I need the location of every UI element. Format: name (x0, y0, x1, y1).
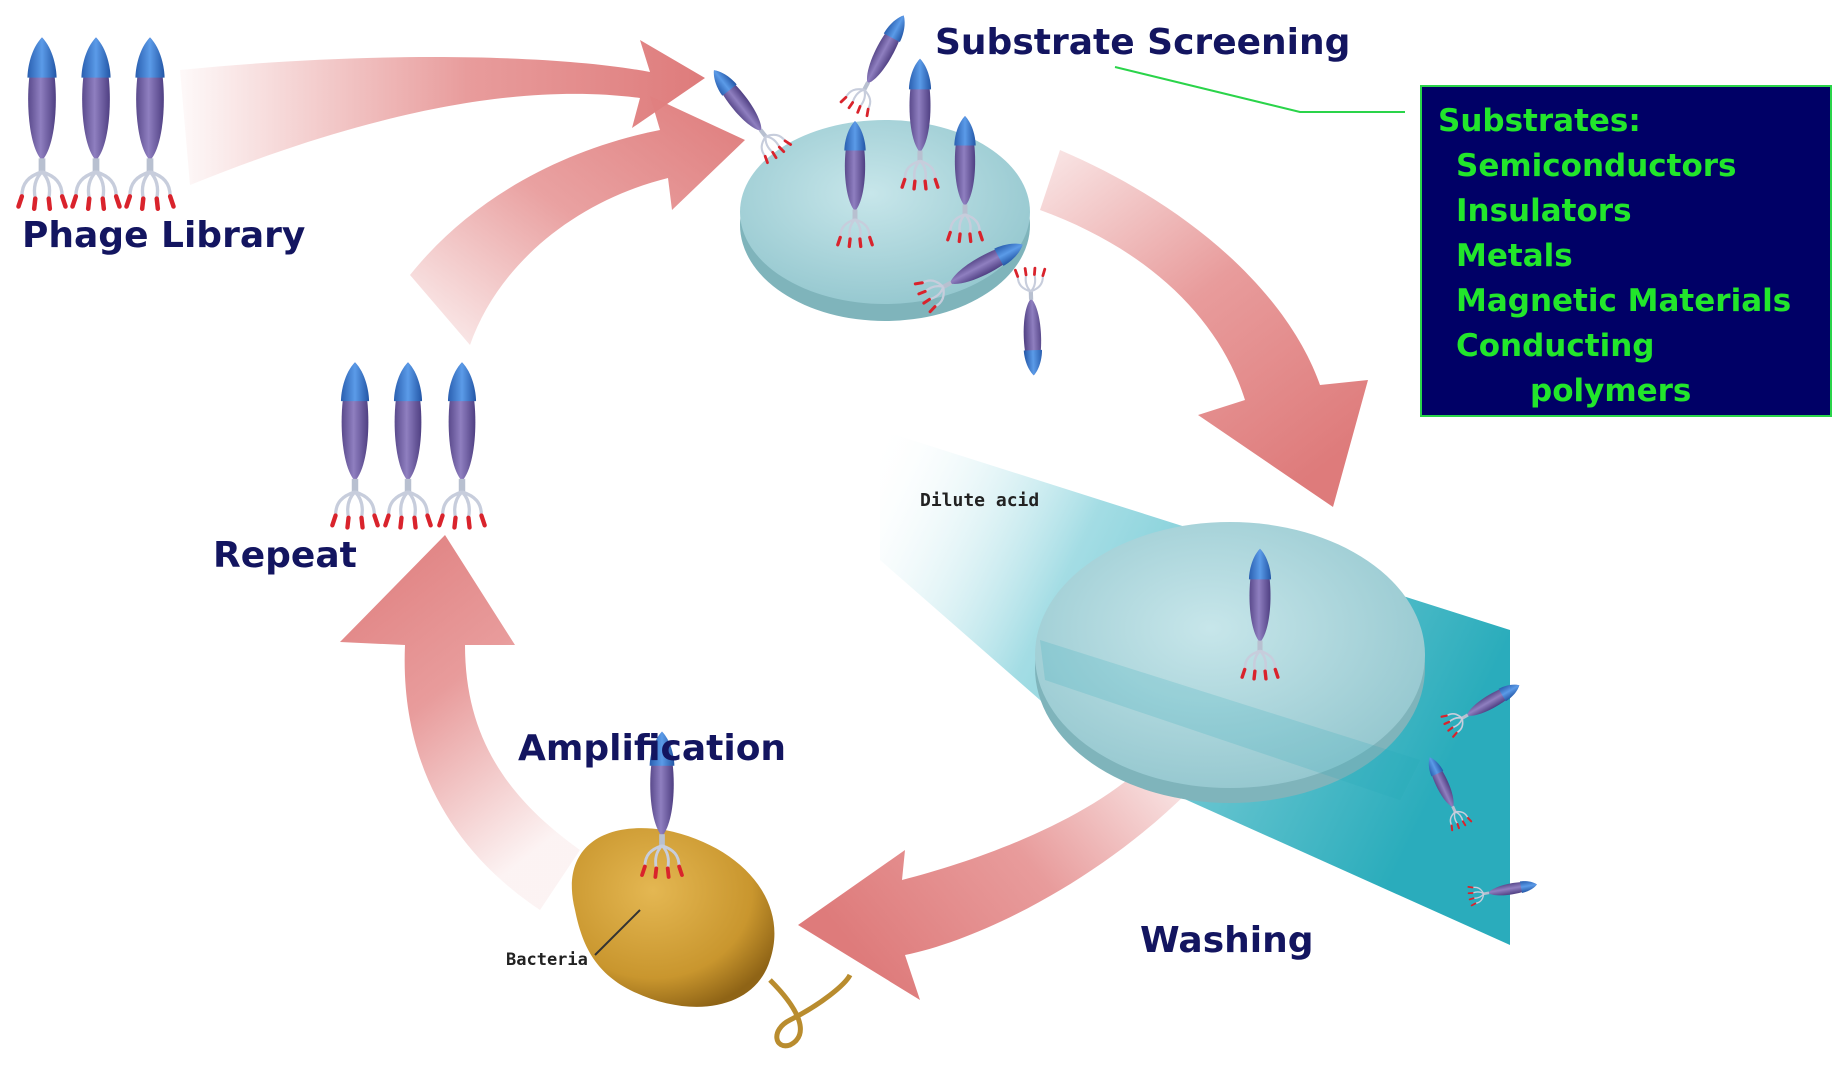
repeat-phage-group (332, 362, 484, 527)
arrow-screening-to-washing (1040, 150, 1368, 507)
substrate-item-polymers: polymers (1438, 369, 1830, 414)
substrates-box: Substrates: Semiconductors Insulators Me… (1420, 85, 1832, 417)
phage-library-group (18, 37, 173, 208)
substrate-item-magnetic-materials: Magnetic Materials (1438, 279, 1830, 324)
repeat-label: Repeat (213, 535, 357, 576)
arrow-bacteria-to-repeat (340, 535, 580, 910)
substrates-title: Substrates: (1438, 99, 1830, 144)
arrow-repeat-to-screening (410, 96, 745, 345)
bacterium (572, 828, 850, 1046)
substrate-item-semiconductors: Semiconductors (1438, 144, 1830, 189)
substrate-item-insulators: Insulators (1438, 189, 1830, 234)
dilute-acid-label: Dilute acid (920, 490, 1039, 511)
washing-label: Washing (1140, 920, 1314, 961)
substrate-item-conducting: Conducting (1438, 324, 1830, 369)
arrow-washing-to-bacteria (798, 760, 1190, 1000)
screening-callout-line (1115, 67, 1405, 112)
bacteria-label: Bacteria (506, 950, 588, 970)
phage-library-label: Phage Library (22, 215, 305, 256)
substrate-item-metals: Metals (1438, 234, 1830, 279)
amplification-label: Amplification (518, 728, 786, 769)
substrate-screening-label: Substrate Screening (935, 22, 1350, 63)
washing-disk (1035, 522, 1425, 803)
